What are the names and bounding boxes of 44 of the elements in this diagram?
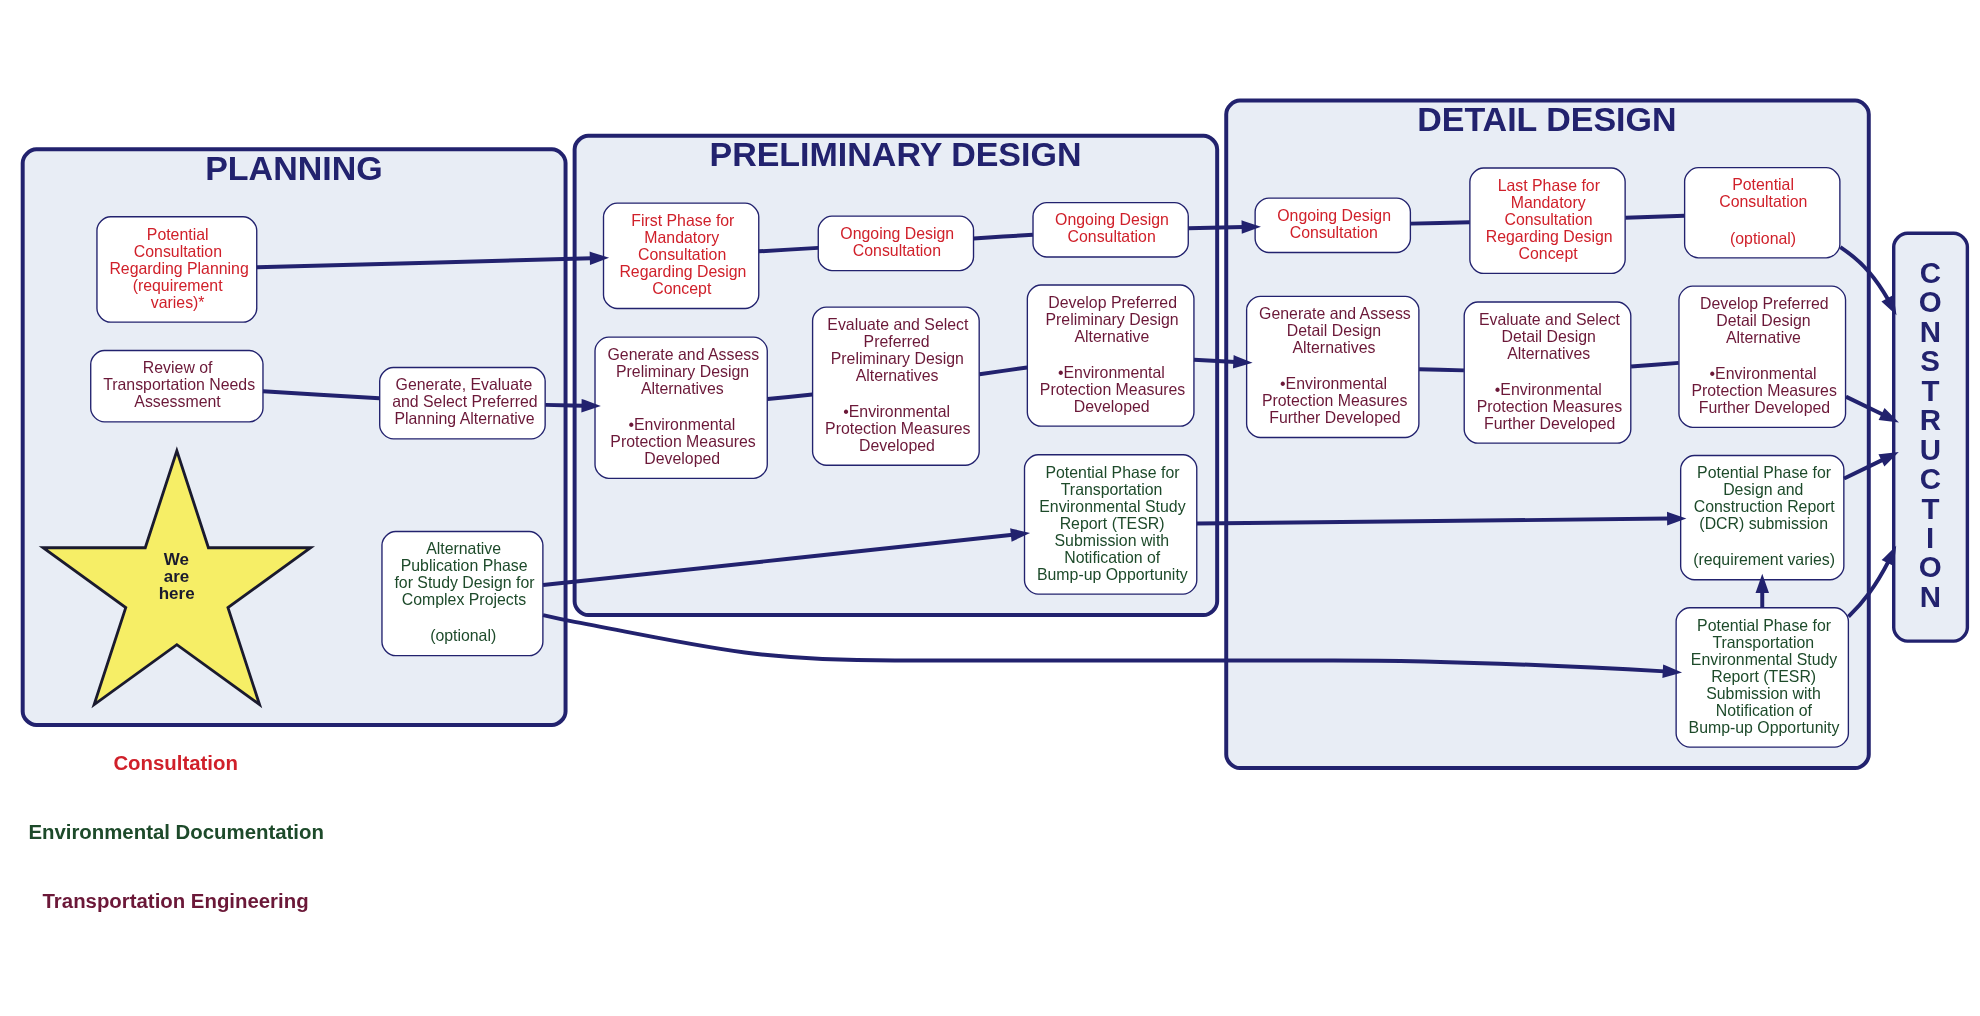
arrow bbox=[542, 613, 1682, 679]
label: Consultation bbox=[112, 751, 238, 774]
node-box: Ongoing Design Consultation bbox=[1253, 197, 1411, 254]
connector bbox=[262, 389, 379, 401]
node-box: Evaluate and Select Preferred Preliminary Design Alternatives •Environmental Protection Measures Developed bbox=[811, 306, 980, 466]
node-box: Potential Consultation Regarding Planning (requirement varies)* bbox=[95, 216, 257, 323]
node-box: Generate and Assess Preliminary Design Alternatives •Environmental Protection Measures Developed bbox=[593, 336, 768, 479]
node-box: Potential Phase for Design and Construction Report (DCR) submission (requirement varies) bbox=[1679, 454, 1845, 581]
arrow bbox=[1846, 545, 1896, 619]
label: Environmental Documentation bbox=[27, 820, 324, 843]
node-box: Alternative Publication Phase for Study Design for Complex Projects (optional) bbox=[380, 530, 544, 657]
arrow bbox=[1193, 355, 1253, 369]
connector bbox=[766, 392, 812, 402]
label: Transportation Engineering bbox=[42, 889, 309, 912]
arrow bbox=[1838, 245, 1896, 316]
connector bbox=[1630, 360, 1679, 369]
node-box: Potential Phase for Transportation Environmental Study Report (TESR) Submission with Notification of Bump-up Opportunity bbox=[1674, 607, 1849, 748]
node-box: Last Phase for Mandatory Consultation Regarding Design Concept bbox=[1468, 167, 1626, 275]
node-box: Review of Transportation Needs Assessment bbox=[89, 349, 264, 423]
arrow bbox=[1844, 394, 1899, 423]
node-box: Generate, Evaluate and Select Preferred Planning Alternative bbox=[378, 366, 546, 440]
connector bbox=[1410, 220, 1470, 226]
node-box: Ongoing Design Consultation bbox=[817, 215, 974, 272]
node-box: Ongoing Design Consultation bbox=[1031, 201, 1189, 258]
node-box: Potential Consultation (optional) bbox=[1683, 167, 1841, 259]
arrow bbox=[544, 398, 601, 413]
node-box: Evaluate and Select Detail Design Alternatives •Environmental Protection Measures Further Developed bbox=[1463, 301, 1631, 444]
connector bbox=[973, 232, 1033, 241]
connector bbox=[978, 365, 1027, 377]
arrow bbox=[542, 528, 1030, 588]
arrow bbox=[256, 251, 609, 270]
arrow bbox=[1842, 452, 1899, 481]
arrow bbox=[1187, 220, 1261, 234]
connector bbox=[1624, 213, 1685, 220]
node-box: Develop Preferred Detail Design Alternative •Environmental Protection Measures Further Developed bbox=[1677, 285, 1846, 428]
arrow bbox=[1755, 573, 1769, 608]
node-box: Generate and Assess Detail Design Alternatives •Environmental Protection Measures Further Developed bbox=[1245, 295, 1420, 439]
arrow bbox=[1196, 511, 1686, 526]
connector bbox=[758, 245, 818, 254]
node-box: Develop Preferred Preliminary Design Alternative •Environmental Protection Measures Developed bbox=[1026, 284, 1195, 427]
connector bbox=[1418, 367, 1464, 373]
node-box: Potential Phase for Transportation Environmental Study Report (TESR) Submission with Notification of Bump-up Opportunity bbox=[1023, 454, 1197, 595]
node-box: CONSTRUCTION bbox=[1891, 231, 1969, 643]
node-box: First Phase for Mandatory Consultation Regarding Design Concept bbox=[602, 202, 759, 310]
